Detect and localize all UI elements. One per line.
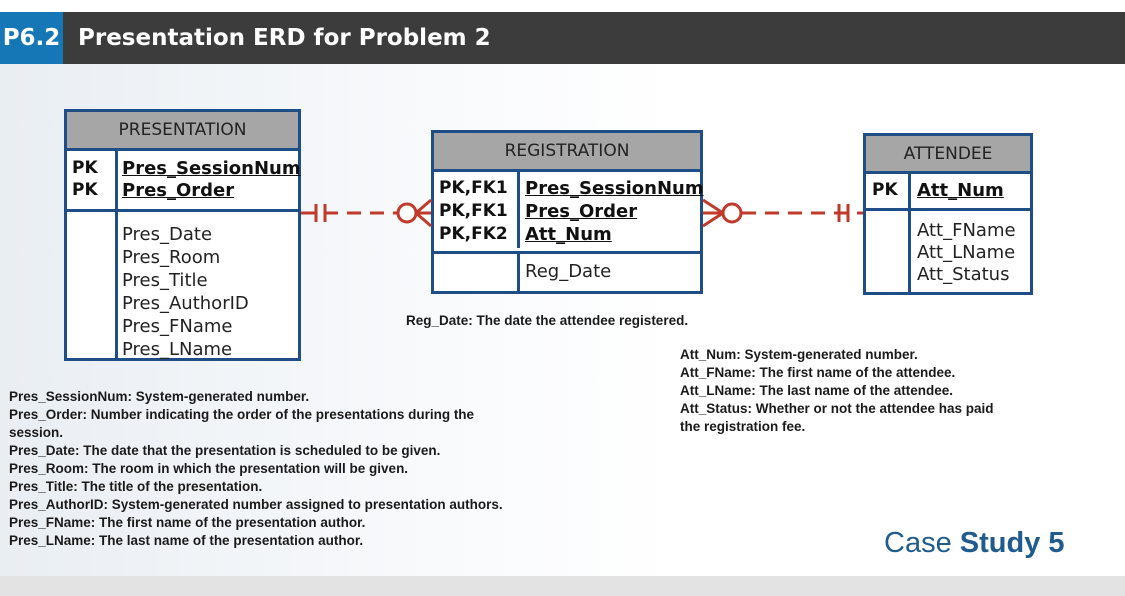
key-attribute: Pres_Order — [122, 180, 235, 201]
entity-presentation: PRESENTATION PK PK Pres_SessionNum Pres_… — [64, 109, 301, 361]
note-line: Pres_SessionNum: System-generated number… — [9, 389, 310, 404]
relationship-presentation-registration — [301, 198, 432, 228]
note-line: Pres_LName: The last name of the present… — [9, 533, 364, 548]
figure-title: Presentation ERD for Problem 2 — [78, 25, 491, 51]
key-label: PK — [872, 180, 898, 200]
entity-registration: REGISTRATION PK,FK1 PK,FK1 PK,FK2 Pres_S… — [431, 130, 704, 294]
registration-note: Reg_Date: The date the attendee register… — [406, 313, 689, 328]
case-prefix: Case — [884, 527, 952, 559]
entity-presentation-name: PRESENTATION — [67, 112, 298, 151]
note-line: the registration fee. — [680, 419, 806, 434]
key-label: PK,FK2 — [439, 224, 508, 244]
note-line: Pres_Room: The room in which the present… — [9, 461, 409, 476]
case-study-number: Study 5 — [959, 527, 1065, 559]
note-line: Pres_AuthorID: System-generated number a… — [9, 497, 503, 512]
attribute: Att_FName — [917, 220, 1016, 241]
entity-attendee: ATTENDEE PK Att_Num Att_FName Att_LName … — [863, 133, 1033, 295]
key-attribute: Pres_Order — [525, 201, 638, 222]
attribute: Pres_FName — [122, 316, 233, 337]
attribute: Pres_Title — [122, 270, 208, 291]
note-line: Pres_FName: The first name of the presen… — [9, 515, 366, 530]
note-line: Att_Status: Whether or not the attendee … — [680, 401, 994, 416]
entity-attendee-key-section: PK Att_Num — [866, 174, 1030, 208]
key-label: PK,FK1 — [439, 201, 508, 221]
relationship-attendee-registration — [702, 198, 863, 228]
attribute: Pres_LName — [122, 339, 233, 360]
entity-registration-name: REGISTRATION — [434, 133, 700, 172]
key-label: PK — [72, 158, 98, 178]
key-label: PK — [72, 180, 98, 200]
key-attribute: Pres_SessionNum — [122, 158, 301, 179]
note-line: Pres_Title: The title of the presentatio… — [9, 479, 263, 494]
key-label: PK,FK1 — [439, 178, 508, 198]
attribute: Reg_Date — [525, 261, 612, 282]
entity-registration-attr-section: Reg_Date — [434, 254, 700, 291]
entity-presentation-attr-section: Pres_Date Pres_Room Pres_Title Pres_Auth… — [67, 212, 298, 360]
key-attribute: Pres_SessionNum — [525, 178, 704, 199]
attribute: Pres_Date — [122, 224, 213, 245]
entity-presentation-key-section: PK PK Pres_SessionNum Pres_Order — [67, 151, 301, 211]
note-line: Att_Num: System-generated number. — [680, 347, 918, 362]
attribute: Att_Status — [917, 264, 1010, 285]
note-line: session. — [9, 425, 64, 440]
note-line: Att_FName: The first name of the attende… — [680, 365, 956, 380]
case-study-label: Case Study 5 — [884, 527, 1065, 560]
note-line: Att_LName: The last name of the attendee… — [680, 383, 954, 398]
figure-number: P6.2 — [0, 12, 63, 64]
entity-registration-key-section: PK,FK1 PK,FK1 PK,FK2 Pres_SessionNum Pre… — [434, 172, 704, 248]
attribute: Pres_Room — [122, 247, 221, 268]
entity-attendee-attr-section: Att_FName Att_LName Att_Status — [866, 211, 1030, 292]
key-attribute: Att_Num — [525, 224, 612, 245]
attribute: Pres_AuthorID — [122, 293, 249, 314]
note-line: Pres_Date: The date that the presentatio… — [9, 443, 441, 458]
attribute: Att_LName — [917, 242, 1016, 263]
bottom-bar — [0, 576, 1125, 596]
entity-attendee-name: ATTENDEE — [866, 136, 1030, 174]
figure-header: P6.2 Presentation ERD for Problem 2 — [0, 12, 1125, 64]
key-attribute: Att_Num — [917, 180, 1004, 201]
note-line: Pres_Order: Number indicating the order … — [9, 407, 475, 422]
